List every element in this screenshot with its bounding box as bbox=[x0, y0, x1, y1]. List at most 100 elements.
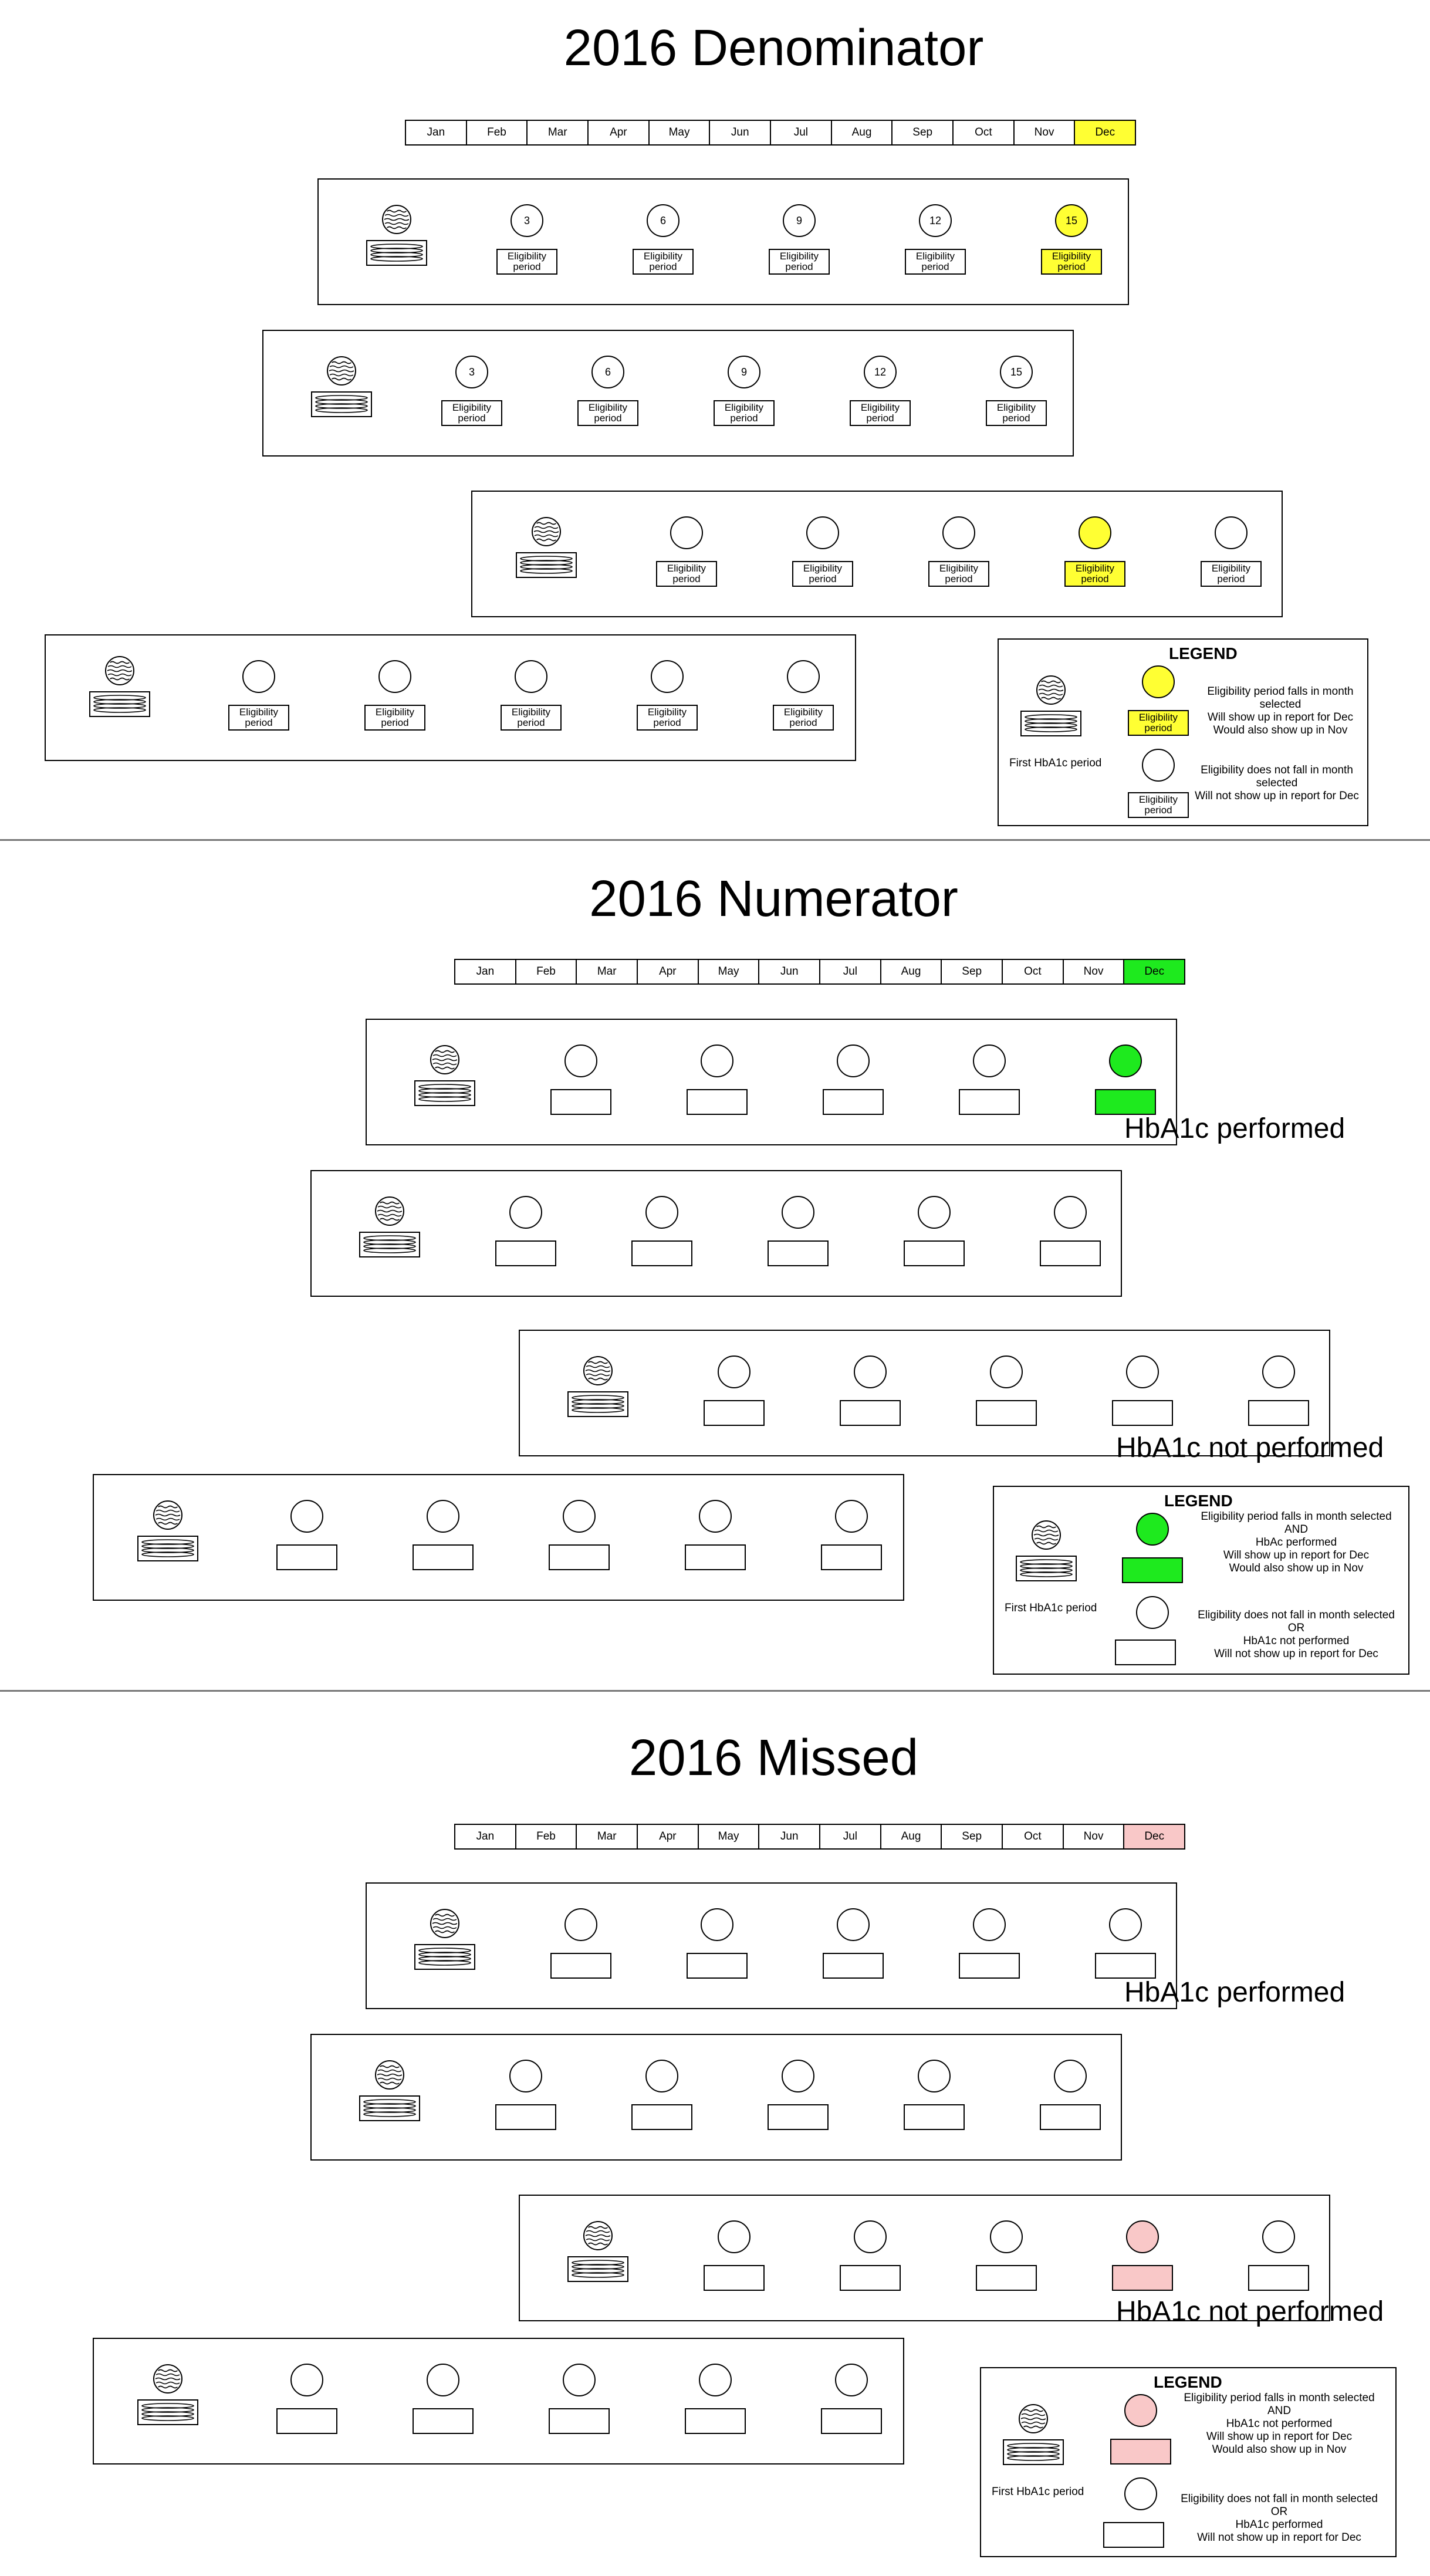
period-circle bbox=[1109, 1908, 1142, 1941]
section-divider bbox=[0, 839, 1430, 841]
numerator-row-4 bbox=[93, 1474, 904, 1601]
eligibility-box: Eligibility period bbox=[792, 561, 853, 587]
period-circle: 15 bbox=[1000, 356, 1033, 388]
eligibility-box bbox=[1095, 1953, 1156, 1979]
period-circle bbox=[1262, 2220, 1295, 2253]
eligibility-box: Eligibility period bbox=[228, 705, 289, 731]
period-circle bbox=[651, 660, 684, 693]
eligibility-box bbox=[276, 2408, 337, 2434]
period-circle bbox=[699, 1500, 732, 1533]
legend-box: Eligibility period bbox=[1128, 792, 1189, 818]
month-cell-jun: Jun bbox=[710, 121, 772, 144]
month-cell-aug: Aug bbox=[881, 1825, 942, 1848]
denominator-row-3: Eligibility period Eligibility period El… bbox=[471, 491, 1283, 617]
first-hba1c-icon bbox=[1002, 2403, 1064, 2467]
legend-box bbox=[1115, 1639, 1176, 1665]
period-circle bbox=[718, 1355, 751, 1388]
period-circle bbox=[835, 2364, 868, 2396]
missed-row-2 bbox=[310, 2034, 1122, 2161]
numerator-row-1 bbox=[366, 1019, 1177, 1145]
period-circle bbox=[563, 1500, 596, 1533]
month-cell-mar: Mar bbox=[528, 121, 589, 144]
eligibility-box-selected: Eligibility period bbox=[1041, 249, 1102, 275]
legend-circle-selected bbox=[1124, 2394, 1157, 2427]
period-circle bbox=[563, 2364, 596, 2396]
period-circle bbox=[918, 1196, 951, 1229]
period-circle bbox=[290, 1500, 323, 1533]
legend-box-selected bbox=[1110, 2439, 1171, 2465]
period-circle bbox=[854, 2220, 887, 2253]
period-circle: 12 bbox=[919, 204, 952, 237]
legend-title: LEGEND bbox=[1164, 1492, 1233, 1510]
period-circle bbox=[837, 1908, 870, 1941]
eligibility-box: Eligibility period bbox=[928, 561, 989, 587]
denominator-legend: LEGEND First HbA1c period Eligibility pe… bbox=[998, 638, 1368, 826]
eligibility-box: Eligibility period bbox=[656, 561, 717, 587]
period-circle bbox=[918, 2060, 951, 2092]
month-cell-jul: Jul bbox=[771, 121, 832, 144]
month-cell-oct: Oct bbox=[954, 121, 1015, 144]
legend-out-text: Eligibility does not fall in month selec… bbox=[1181, 2493, 1378, 2544]
first-hba1c-icon bbox=[1020, 675, 1082, 738]
period-circle bbox=[427, 2364, 459, 2396]
period-circle bbox=[290, 2364, 323, 2396]
month-cell-jan: Jan bbox=[406, 121, 467, 144]
month-cell-dec: Dec bbox=[1075, 121, 1135, 144]
month-cell-nov: Nov bbox=[1015, 121, 1076, 144]
legend-circle bbox=[1136, 1596, 1169, 1629]
first-hba1c-icon bbox=[567, 2220, 629, 2284]
month-cell-apr: Apr bbox=[638, 1825, 699, 1848]
denominator-title: 2016 Denominator bbox=[563, 19, 984, 76]
legend-circle bbox=[1124, 2477, 1157, 2510]
month-cell-feb: Feb bbox=[516, 960, 577, 983]
missed-title: 2016 Missed bbox=[628, 1729, 919, 1786]
month-cell-jul: Jul bbox=[820, 1825, 881, 1848]
eligibility-box: Eligibility period bbox=[577, 400, 638, 426]
eligibility-box: Eligibility period bbox=[633, 249, 694, 275]
period-circle bbox=[564, 1908, 597, 1941]
first-hba1c-icon bbox=[414, 1044, 476, 1108]
period-circle bbox=[990, 1355, 1023, 1388]
eligibility-box: Eligibility period bbox=[714, 400, 775, 426]
period-circle bbox=[1262, 1355, 1295, 1388]
month-cell-jan: Jan bbox=[455, 1825, 516, 1848]
eligibility-box bbox=[840, 1400, 901, 1426]
first-hba1c-icon bbox=[359, 2060, 421, 2123]
eligibility-box bbox=[631, 2104, 692, 2130]
period-circle-selected bbox=[1109, 1044, 1142, 1077]
period-circle bbox=[973, 1044, 1006, 1077]
period-circle bbox=[699, 2364, 732, 2396]
period-circle-selected bbox=[1079, 516, 1111, 549]
period-circle bbox=[835, 1500, 868, 1533]
period-circle bbox=[990, 2220, 1023, 2253]
period-circle: 3 bbox=[511, 204, 543, 237]
hba1c-not-performed-label: HbA1c not performed bbox=[1116, 1432, 1384, 1463]
period-circle bbox=[1215, 516, 1248, 549]
month-cell-aug: Aug bbox=[832, 121, 893, 144]
eligibility-box bbox=[495, 1240, 556, 1266]
first-hba1c-icon bbox=[310, 356, 373, 419]
first-hba1c-icon bbox=[137, 1500, 199, 1563]
period-circle: 3 bbox=[455, 356, 488, 388]
eligibility-box bbox=[823, 1953, 884, 1979]
period-circle bbox=[782, 2060, 814, 2092]
eligibility-box bbox=[413, 1544, 474, 1570]
legend-circle-selected bbox=[1142, 665, 1175, 698]
legend-box bbox=[1103, 2522, 1164, 2548]
legend-title: LEGEND bbox=[1169, 644, 1238, 662]
legend-out-text: Eligibility does not fall in month selec… bbox=[1195, 764, 1359, 802]
month-cell-mar: Mar bbox=[577, 960, 638, 983]
month-cell-apr: Apr bbox=[589, 121, 650, 144]
month-cell-jun: Jun bbox=[759, 960, 821, 983]
eligibility-box bbox=[704, 1400, 765, 1426]
eligibility-box-selected bbox=[1112, 2265, 1173, 2291]
eligibility-box bbox=[1248, 2265, 1309, 2291]
first-hba1c-icon bbox=[89, 655, 151, 719]
period-circle: 6 bbox=[647, 204, 679, 237]
period-circle: 9 bbox=[783, 204, 816, 237]
first-hba1c-caption: First HbA1c period bbox=[1009, 757, 1102, 769]
period-circle bbox=[1054, 2060, 1087, 2092]
month-cell-nov: Nov bbox=[1064, 1825, 1125, 1848]
eligibility-box bbox=[1040, 1240, 1101, 1266]
